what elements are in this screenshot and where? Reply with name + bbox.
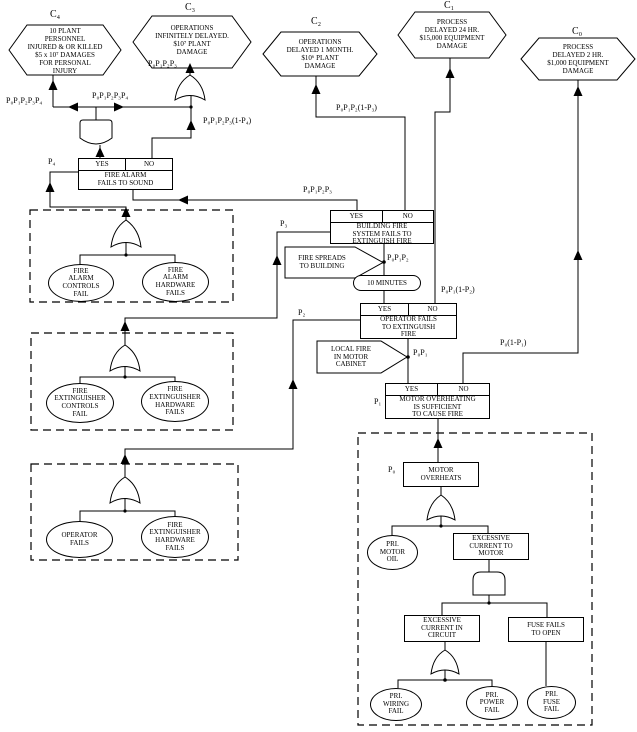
event-extinguisher-hardware-fails: FIRE EXTINGUISHER HARDWARE FAILS <box>141 381 209 422</box>
prob-spread: P₀P₁P₂ <box>387 253 409 262</box>
event-pri-motor-oil: PRI. MOTOR OIL <box>367 535 418 570</box>
node-fuse-fails-to-open: FUSE FAILS TO OPEN <box>508 617 584 642</box>
prob-path-c4-right: P₀P₁P₂P₃P₄ <box>92 91 129 100</box>
consequence-c1: PROCESS DELAYED 24 HR. $15,000 EQUIPMENT… <box>419 18 485 51</box>
and-gate-alarm-output <box>79 119 113 145</box>
prob-c2-in: P₀P₁P₂(1-P₃) <box>336 103 377 112</box>
event-pri-power-fail: PRI. POWER FAIL <box>466 686 518 720</box>
prob-local: P₀P₁ <box>413 348 428 357</box>
fault-tree-boundaries <box>29 209 593 726</box>
operator-label: OPERATOR FAILS TO EXTINGUISH FIRE <box>380 315 437 339</box>
event-pri-wiring-fail: PRI. WIRING FAIL <box>370 688 422 721</box>
consequence-id-c0: C₀ <box>572 26 583 37</box>
event-operator-fails: OPERATOR FAILS <box>46 521 113 558</box>
operator-no: NO <box>427 305 438 313</box>
consequence-id-c1: C₁ <box>444 0 455 11</box>
motor-overheating-no: NO <box>458 385 469 393</box>
operator-yes: YES <box>361 304 409 315</box>
pentagon-local-fire <box>316 340 408 374</box>
fault-tree-boundary-operator <box>30 463 239 561</box>
motor-overheating-yes: YES <box>386 384 438 395</box>
event-extinguisher-hardware-fails-2: FIRE EXTINGUISHER HARDWARE FAILS <box>141 516 209 558</box>
prob-motor-no: P₀(1-P₁) <box>500 338 527 347</box>
decision-operator: YES NO OPERATOR FAILS TO EXTINGUISH FIRE <box>360 303 457 339</box>
arrowheads <box>45 63 583 464</box>
prob-p1: P₁ <box>374 397 382 406</box>
hexagon-c4 <box>8 24 122 76</box>
decision-fire-alarm: YES NO FIRE ALARM FAILS TO SOUND <box>78 158 173 190</box>
building-fire-yes: YES <box>331 211 383 222</box>
or-gate-motor-overheats <box>426 494 456 521</box>
prob-c3-in: P₀P₁P₂P₃ <box>148 59 177 68</box>
hexagon-c2 <box>262 31 378 77</box>
prob-alarm-no: P₀P₁P₂P₃(1-P₄) <box>203 116 252 125</box>
pentagon-fire-spreads <box>284 246 385 279</box>
callout-fire-spreads: FIRE SPREADS TO BUILDING <box>298 254 346 270</box>
condition-pentagons <box>284 246 408 374</box>
event-fire-alarm-hardware-fails: FIRE ALARM HARDWARE FAILS <box>142 262 209 302</box>
consequence-id-c4: C₄ <box>50 9 61 20</box>
or-gate-operator-tree <box>109 476 141 504</box>
event-extinguisher-controls-fail: FIRE EXTINGUISHER CONTROLS FAIL <box>46 383 114 423</box>
consequence-c0: PROCESS DELAYED 2 HR. $1,000 EQUIPMENT D… <box>547 43 609 76</box>
or-gate-circuit <box>430 649 460 675</box>
consequence-c4: 10 PLANT PERSONNEL INJURED & OR KILLED $… <box>27 27 103 76</box>
gates <box>79 74 506 675</box>
prob-op-no: P₀P₁(1-P₂) <box>441 285 475 294</box>
building-fire-label: BUILDING FIRE SYSTEM FAILS TO EXTINGUISH… <box>352 222 412 246</box>
or-gate-extinguisher-tree <box>109 344 141 372</box>
consequence-id-c3: C₃ <box>185 2 196 13</box>
hexagon-c3 <box>132 15 252 69</box>
hexagon-c0 <box>520 37 636 81</box>
fire-alarm-label: FIRE ALARM FAILS TO SOUND <box>97 171 154 187</box>
ten-minutes-label: 10 MINUTES <box>367 279 407 287</box>
event-pri-fuse-fail: PRI. FUSE FAIL <box>527 686 576 719</box>
prob-bf-yes: P₀P₁P₂P₃ <box>303 185 332 194</box>
fault-tree-boundary-extinguisher <box>30 332 234 431</box>
prob-p3: P₃ <box>280 219 288 228</box>
node-excessive-current-to-motor: EXCESSIVE CURRENT TO MOTOR <box>453 533 529 560</box>
consequence-c2: OPERATIONS DELAYED 1 MONTH. $10⁶ PLANT D… <box>286 38 354 71</box>
or-gate-alarm-tree <box>110 219 142 248</box>
decision-building-fire: YES NO BUILDING FIRE SYSTEM FAILS TO EXT… <box>330 210 434 246</box>
node-excessive-current-in-circuit: EXCESSIVE CURRENT IN CIRCUIT <box>404 615 480 642</box>
consequence-id-c2: C₂ <box>311 16 322 27</box>
decision-motor-overheating: YES NO MOTOR OVERHEATING IS SUFFICIENT T… <box>385 383 490 419</box>
connectors <box>49 58 579 688</box>
event-fire-alarm-controls-fail: FIRE ALARM CONTROLS FAIL <box>48 264 114 302</box>
prob-p2: P₂ <box>298 308 306 317</box>
node-motor-overheats: MOTOR OVERHEATS <box>403 462 479 487</box>
fault-tree-boundary-alarm <box>29 209 234 303</box>
ten-minutes-node: 10 MINUTES <box>353 275 421 291</box>
hexagon-c1 <box>397 11 507 59</box>
junction-dots <box>123 105 491 682</box>
consequence-hexagons <box>8 11 636 81</box>
motor-overheating-label: MOTOR OVERHEATING IS SUFFICIENT TO CAUSE… <box>399 395 476 419</box>
callout-local-fire: LOCAL FIRE IN MOTOR CABINET <box>331 345 371 369</box>
fault-tree-boundary-motor <box>357 432 593 726</box>
prob-path-c4-left: P₀P₁P₂P₃P₄ <box>6 96 43 105</box>
fire-alarm-no: NO <box>143 160 155 168</box>
building-fire-no: NO <box>402 212 413 220</box>
prob-p0: P₀ <box>388 465 396 474</box>
or-gate-c3 <box>174 74 206 101</box>
consequence-c3: OPERATIONS INFINITELY DELAYED. $10⁷ PLAN… <box>155 24 229 57</box>
prob-p4: P₄ <box>48 157 56 166</box>
and-gate-excessive-current <box>472 571 506 596</box>
fire-alarm-yes: YES <box>79 159 126 170</box>
